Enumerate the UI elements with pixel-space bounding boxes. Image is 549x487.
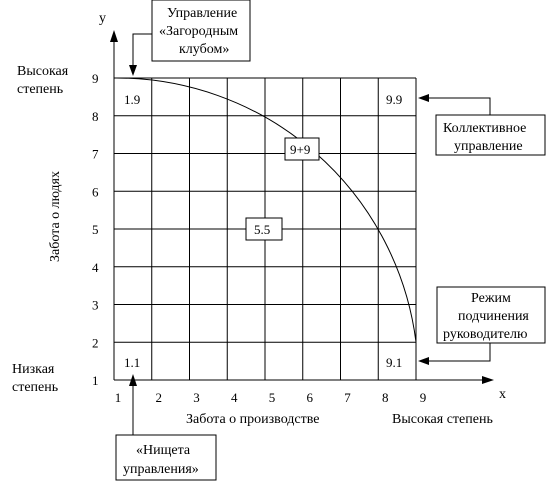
country-club-line-1: Управление <box>167 6 237 21</box>
y-axis-low-label: Низкая степень <box>12 362 58 395</box>
y-axis-high-label: Высокая степень <box>17 64 72 97</box>
x-tick-label: 8 <box>382 390 389 405</box>
corner-label-9-9: 9.9 <box>386 92 402 107</box>
y-high-line-1: Высокая <box>17 64 69 79</box>
y-tick-labels: 1 2 3 4 5 6 7 8 9 <box>92 71 99 388</box>
corner-label-1-9: 1.9 <box>124 92 140 107</box>
y-tick-label: 7 <box>92 147 99 162</box>
y-tick-label: 9 <box>92 71 99 86</box>
callout-team-connector <box>418 94 491 115</box>
authority-line-1: Режим <box>471 291 511 306</box>
box-5-5: 5.5 <box>245 217 283 241</box>
callout-authority-connector <box>418 343 491 365</box>
callout-country-club: Управление «Загородным клубом» <box>151 0 251 62</box>
y-axis-arrow <box>110 30 118 42</box>
callout-team: Коллективное управление <box>435 114 546 156</box>
x-tick-label: 9 <box>420 390 427 405</box>
callout-impoverished: «Нищета управления» <box>115 434 217 481</box>
y-tick-label: 4 <box>92 260 99 275</box>
y-low-line-2: степень <box>12 380 58 395</box>
x-axis-letter: x <box>499 387 506 402</box>
x-axis-arrow <box>482 376 494 384</box>
axes <box>110 30 494 384</box>
authority-line-3: руководителю <box>443 327 527 342</box>
callout-country-club-text: Управление «Загородным клубом» <box>159 6 242 57</box>
grid-lines <box>113 77 417 381</box>
x-axis-high-label: Высокая степень <box>392 412 493 427</box>
callout-team-text: Коллективное управление <box>443 121 530 154</box>
y-high-line-2: степень <box>17 82 63 97</box>
x-tick-label: 5 <box>269 390 276 405</box>
x-tick-label: 1 <box>115 390 122 405</box>
x-tick-label: 6 <box>307 390 314 405</box>
y-tick-label: 6 <box>92 184 99 199</box>
country-club-line-3: клубом» <box>179 42 229 57</box>
y-tick-label: 5 <box>92 222 99 237</box>
y-axis-title: Забота о людях <box>48 171 63 262</box>
y-axis-letter: y <box>99 11 106 26</box>
impoverished-line-1: «Нищета <box>136 443 191 458</box>
x-tick-label: 2 <box>156 390 163 405</box>
x-tick-label: 4 <box>231 390 238 405</box>
box-5-5-label: 5.5 <box>254 222 270 237</box>
callout-country-club-connector <box>129 33 152 76</box>
corner-label-1-1: 1.1 <box>124 355 140 370</box>
y-tick-label: 3 <box>92 298 99 313</box>
country-club-line-2: «Загородным <box>159 24 238 39</box>
box-9-9-label: 9+9 <box>290 142 310 157</box>
x-tick-label: 3 <box>193 390 200 405</box>
y-tick-label: 2 <box>92 335 99 350</box>
callout-impoverished-connector <box>129 374 137 435</box>
authority-line-2: подчинения <box>458 309 529 324</box>
y-tick-label: 8 <box>92 109 99 124</box>
corner-label-9-1: 9.1 <box>386 355 402 370</box>
y-tick-label: 1 <box>92 373 99 388</box>
team-line-2: управление <box>454 139 523 154</box>
box-9-9: 9+9 <box>284 137 320 161</box>
y-low-line-1: Низкая <box>12 362 55 377</box>
x-tick-labels: 1 2 3 4 5 6 7 8 9 <box>115 390 427 405</box>
impoverished-line-2: управления» <box>123 462 199 477</box>
x-axis-title: Забота о производстве <box>186 412 320 427</box>
team-line-1: Коллективное <box>443 121 526 136</box>
x-tick-label: 7 <box>344 390 351 405</box>
callout-authority-text: Режим подчинения руководителю <box>443 291 532 342</box>
callout-authority: Режим подчинения руководителю <box>436 286 546 344</box>
callout-impoverished-text: «Нищета управления» <box>123 443 199 477</box>
